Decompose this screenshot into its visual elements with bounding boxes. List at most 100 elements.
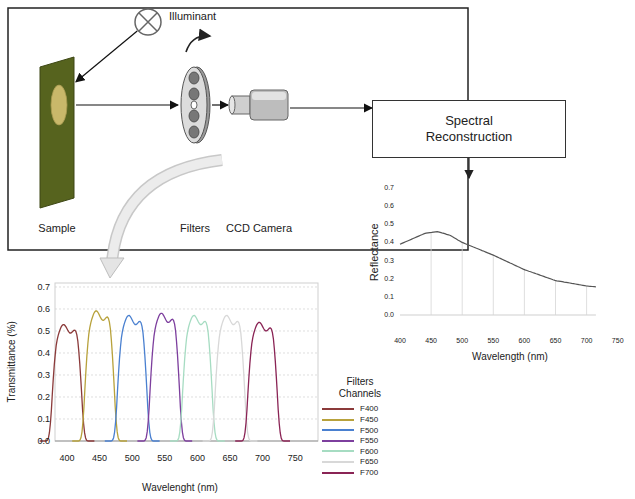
camera-body bbox=[250, 90, 288, 120]
legend-label: F450 bbox=[360, 415, 378, 424]
lamp-shape bbox=[134, 8, 162, 36]
grid-line bbox=[55, 375, 318, 376]
tick-label: 0.3 bbox=[384, 257, 394, 265]
tick-label: 450 bbox=[425, 337, 437, 345]
beam-arrow bbox=[212, 104, 228, 105]
grid-line bbox=[55, 397, 318, 398]
legend-title: Filters Channels bbox=[330, 376, 390, 399]
grid-line bbox=[55, 309, 318, 310]
tick-label: 0.3 bbox=[37, 370, 50, 380]
grid-line bbox=[55, 331, 318, 332]
tick-label: 650 bbox=[550, 337, 562, 345]
node-label: Illuminant bbox=[169, 10, 216, 23]
node-label: CCD Camera bbox=[226, 222, 292, 235]
tick-label: 400 bbox=[394, 337, 406, 345]
filter-hole bbox=[189, 72, 199, 84]
callout-arrow-head bbox=[100, 258, 124, 278]
wheel-part: Filters bbox=[178, 64, 212, 146]
legend-label: F650 bbox=[360, 457, 378, 466]
filter-curve bbox=[235, 322, 290, 441]
wheel-face bbox=[181, 67, 207, 143]
sample-shape bbox=[38, 55, 76, 210]
zero-line bbox=[400, 315, 596, 316]
tick-label: 550 bbox=[487, 337, 499, 345]
tick-label: 0.7 bbox=[37, 282, 50, 292]
plot-frame bbox=[55, 283, 318, 441]
tick-label: 0.5 bbox=[37, 326, 50, 336]
tick-label: 750 bbox=[288, 453, 303, 463]
reflectance-curve bbox=[400, 232, 596, 287]
node-label: Spectral Reconstruction bbox=[414, 113, 524, 144]
process-box: Spectral Reconstruction bbox=[372, 100, 566, 158]
tick-label: 550 bbox=[157, 453, 172, 463]
node-label: Sample bbox=[38, 222, 75, 235]
grid-line bbox=[462, 242, 463, 315]
legend-label: F400 bbox=[360, 404, 378, 413]
filter-hole bbox=[189, 88, 199, 100]
wheel-shape bbox=[178, 64, 212, 146]
legend-swatch bbox=[322, 429, 354, 431]
axis-title: Transmittance (%) bbox=[6, 321, 18, 402]
axis-title: Wavelenght (nm) bbox=[142, 482, 218, 494]
legend-label: F550 bbox=[360, 436, 378, 445]
legend-swatch bbox=[322, 450, 354, 452]
tick-label: 0.0 bbox=[384, 311, 394, 319]
tick-label: 700 bbox=[581, 337, 593, 345]
tick-label: 500 bbox=[125, 453, 140, 463]
filter-hole bbox=[189, 126, 199, 138]
lamp-cross bbox=[139, 13, 157, 31]
tick-label: 500 bbox=[456, 337, 468, 345]
sample-spot bbox=[51, 85, 67, 125]
tick-label: 0.6 bbox=[37, 304, 50, 314]
legend-label: F700 bbox=[360, 468, 378, 477]
tick-label: 400 bbox=[59, 453, 74, 463]
output-arrow bbox=[468, 158, 469, 178]
grid-line bbox=[55, 353, 318, 354]
legend-label: F500 bbox=[360, 426, 378, 435]
tick-label: 0.6 bbox=[384, 202, 394, 210]
callout-arrow bbox=[112, 160, 222, 262]
axis-title: Reflectance bbox=[368, 223, 381, 281]
tick-label: 750 bbox=[612, 337, 624, 345]
grid-line bbox=[431, 232, 432, 315]
filter-hole bbox=[191, 101, 197, 109]
filter-hole bbox=[189, 110, 199, 122]
tick-label: 0.2 bbox=[384, 275, 394, 283]
tick-label: 600 bbox=[519, 337, 531, 345]
lamp-part: Illuminant bbox=[134, 8, 162, 36]
sample-part: Sample bbox=[38, 55, 76, 210]
legend-swatch bbox=[322, 440, 354, 442]
grid-line bbox=[555, 281, 556, 315]
legend-swatch bbox=[322, 472, 354, 474]
tick-label: 0.0 bbox=[37, 436, 50, 446]
axis-title: Wavelength (nm) bbox=[472, 351, 548, 363]
legend-label: F600 bbox=[360, 447, 378, 456]
legend-swatch bbox=[322, 461, 354, 463]
callout-arrow-inner bbox=[112, 160, 222, 262]
legend-swatch bbox=[322, 408, 354, 410]
beam-arrow bbox=[76, 104, 178, 105]
tick-label: 650 bbox=[222, 453, 237, 463]
sample-plate bbox=[40, 57, 74, 208]
grid-line bbox=[524, 270, 525, 315]
camera-shape bbox=[228, 88, 290, 122]
tick-label: 0.1 bbox=[384, 293, 394, 301]
beam-arrow bbox=[290, 107, 372, 108]
beam-arrow bbox=[76, 31, 137, 82]
tick-label: 0.4 bbox=[37, 348, 50, 358]
grid-line bbox=[55, 287, 318, 288]
tick-label: 0.1 bbox=[37, 414, 50, 424]
node-label: Filters bbox=[180, 222, 210, 235]
grid-line bbox=[493, 255, 494, 315]
camera-shine bbox=[252, 92, 286, 100]
grid-line bbox=[586, 286, 587, 315]
legend-swatch bbox=[322, 419, 354, 421]
camera-lens-front bbox=[229, 96, 235, 114]
camera-part: CCD Camera bbox=[228, 88, 290, 122]
rotation-arrow bbox=[186, 36, 210, 52]
tick-label: 600 bbox=[190, 453, 205, 463]
tick-label: 0.2 bbox=[37, 392, 50, 402]
tick-label: 0.7 bbox=[384, 184, 394, 192]
